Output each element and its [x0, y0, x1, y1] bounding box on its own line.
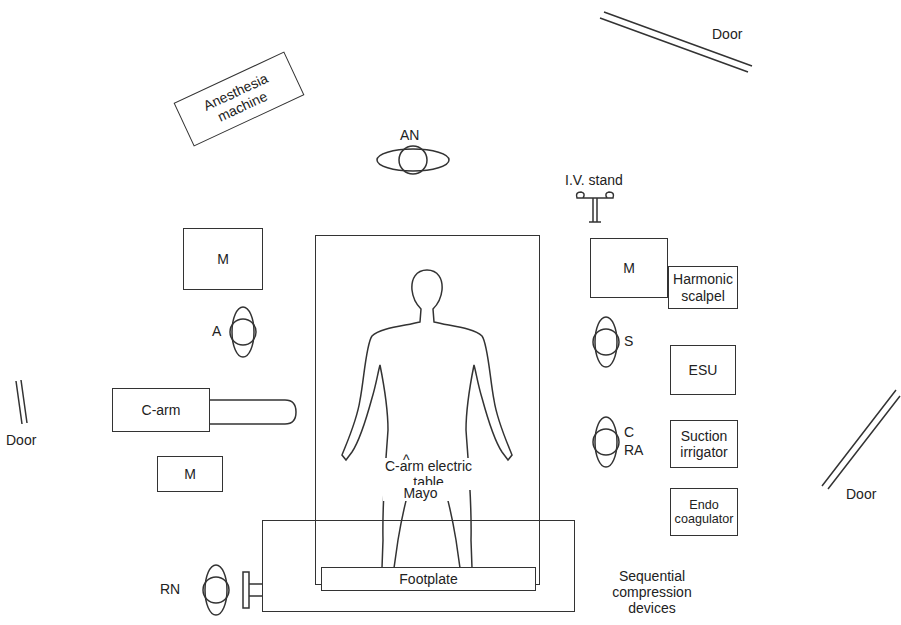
equipment-label: M: [217, 251, 229, 267]
person-symbol: [203, 565, 229, 615]
equipment-outline: MayoFootplate: [262, 520, 575, 612]
room-label: Door: [6, 432, 36, 448]
equipment-box: C-arm: [112, 388, 210, 432]
rail-symbol: [243, 572, 249, 608]
equipment-box: M: [590, 238, 668, 298]
equipment-label: Mayo: [383, 485, 458, 501]
room-label: RA: [624, 442, 643, 458]
iv-stand-symbol: [577, 192, 614, 222]
rail-symbol: [249, 584, 262, 596]
equipment-label: Suction irrigator: [675, 428, 733, 460]
person-symbol: [230, 307, 256, 357]
equipment-box: M: [157, 456, 223, 492]
equipment-outline: C-arm electric table: [315, 235, 540, 585]
equipment-box: Suction irrigator: [670, 420, 738, 468]
room-label: Sequential compression devices: [592, 568, 712, 616]
room-label: ^: [403, 452, 410, 468]
equipment-label: C-arm: [142, 402, 181, 418]
door-symbol: [600, 12, 752, 72]
person-symbol: [377, 146, 449, 174]
equipment-label: M: [623, 260, 635, 276]
room-label: A: [212, 323, 221, 339]
room-label: RN: [160, 581, 180, 597]
door-symbol: [822, 390, 900, 489]
equipment-label: Anesthesia machine: [181, 61, 296, 138]
person-symbol: [593, 417, 619, 467]
patient-figure: [342, 270, 512, 568]
room-label: C: [624, 424, 634, 440]
c-arm-symbol: [210, 400, 296, 424]
equipment-label: Endo coagulator: [675, 498, 734, 527]
room-label: S: [624, 333, 633, 349]
equipment-label: M: [184, 466, 196, 482]
room-label: I.V. stand: [565, 172, 623, 188]
equipment-box: Endo coagulator: [670, 488, 738, 536]
equipment-box: M: [183, 228, 263, 290]
equipment-box: Harmonic scalpel: [668, 266, 738, 309]
equipment-label: Harmonic scalpel: [673, 271, 733, 303]
room-label: Door: [846, 486, 876, 502]
equipment-box: Footplate: [321, 567, 536, 591]
equipment-label: ESU: [689, 362, 718, 378]
room-label: Door: [712, 26, 742, 42]
equipment-box: Anesthesia machine: [174, 51, 305, 146]
door-symbol: [16, 380, 27, 424]
person-symbol: [593, 317, 619, 367]
equipment-label: Footplate: [399, 572, 457, 586]
room-label: AN: [400, 127, 419, 143]
equipment-box: ESU: [670, 345, 736, 395]
